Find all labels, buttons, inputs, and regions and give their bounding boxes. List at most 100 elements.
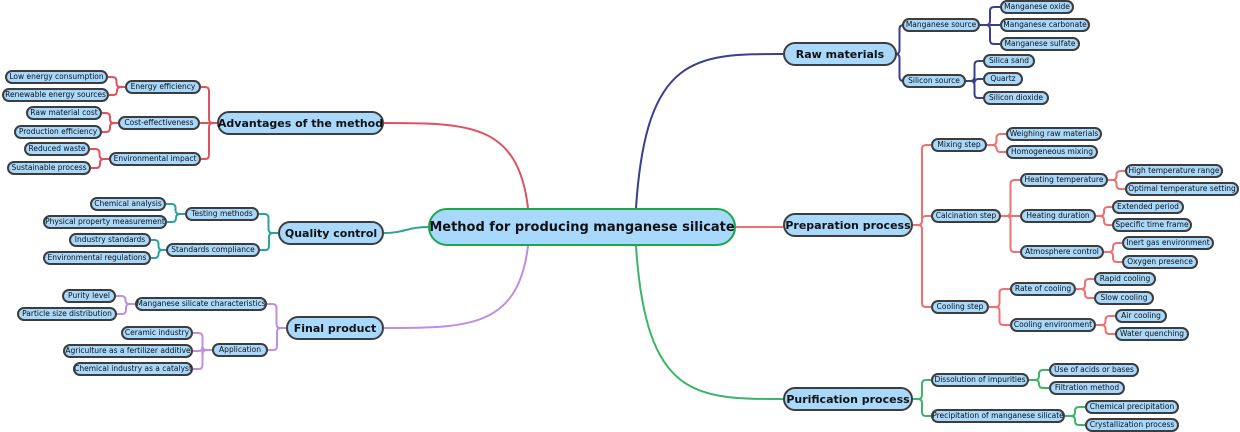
edge-n-pp-0-0 xyxy=(987,133,1006,146)
edge-n-fp-1 xyxy=(268,327,286,351)
edge-n-pp-0 xyxy=(913,144,931,226)
subtopic-energy-efficiency[interactable]: Energy efficiency xyxy=(125,80,201,94)
edge-n-pp-1-1-1 xyxy=(1096,215,1112,226)
edge-n-pp-2-0-1 xyxy=(1076,288,1094,299)
node-heating-temperature[interactable]: Heating temperature xyxy=(1020,173,1108,187)
leaf-specific-time-frame[interactable]: Specific time frame xyxy=(1112,218,1192,232)
leaf-raw-material-cost[interactable]: Raw material cost xyxy=(26,106,102,120)
node-cooling-environment[interactable]: Cooling environment xyxy=(1010,318,1096,332)
leaf-reduced-waste[interactable]: Reduced waste xyxy=(24,142,90,156)
edge-n-qc-1 xyxy=(260,232,278,251)
edge-n-ad-1-1 xyxy=(102,122,118,133)
leaf-physical-property-measurement[interactable]: Physical property measurement xyxy=(43,215,167,229)
edge-n-pp-1-2-0 xyxy=(1104,242,1122,253)
leaf-quartz[interactable]: Quartz xyxy=(983,72,1023,86)
edge-n-ad-0-0b xyxy=(108,76,125,88)
subtopic-precipitation-of-manganese-silicate[interactable]: Precipitation of manganese silicate xyxy=(931,409,1065,423)
edge-n-qc-0-1 xyxy=(167,213,185,223)
leaf-silica-sand[interactable]: Silica sand xyxy=(983,54,1035,68)
edge-n-pp-2-1-0 xyxy=(1096,315,1115,326)
leaf-crystallization-process[interactable]: Crystallization process xyxy=(1085,418,1179,432)
node-heating-duration[interactable]: Heating duration xyxy=(1020,209,1096,223)
edge-n-pp-2-0-0 xyxy=(1076,278,1094,290)
edge-n-rm-0-0 xyxy=(980,6,1000,26)
edge-n-ad-1-0 xyxy=(102,112,118,124)
subtopic-environmental-impact[interactable]: Environmental impact xyxy=(109,152,201,166)
edge-root-quality xyxy=(383,226,429,234)
subtopic-silicon-source[interactable]: Silicon source xyxy=(902,74,966,88)
leaf-silicon-dioxide[interactable]: Silicon dioxide xyxy=(983,91,1049,105)
topic-final-product[interactable]: Final product xyxy=(286,316,384,340)
edge-n-pu-1-1 xyxy=(1065,415,1085,426)
leaf-weighing-raw-materials[interactable]: Weighing raw materials xyxy=(1006,127,1102,141)
edge-n-pp-2-1-1 xyxy=(1096,324,1115,335)
subtopic-standards-compliance[interactable]: Standards compliance xyxy=(166,243,260,257)
edge-n-pp-0-1 xyxy=(987,144,1006,153)
subtopic-calcination-step[interactable]: Calcination step xyxy=(931,209,1001,223)
topic-quality-control[interactable]: Quality control xyxy=(278,221,384,245)
edge-n-qc-1-1 xyxy=(151,249,166,259)
leaf-rapid-cooling[interactable]: Rapid cooling xyxy=(1094,272,1156,286)
leaf-chemical-precipitation[interactable]: Chemical precipitation xyxy=(1085,400,1179,414)
node-rate-of-cooling[interactable]: Rate of cooling xyxy=(1010,282,1076,296)
leaf-high-temperature-range[interactable]: High temperature range xyxy=(1125,164,1223,178)
leaf-use-of-acids-or-bases[interactable]: Use of acids or bases xyxy=(1049,363,1139,377)
edge-n-ad-2-1 xyxy=(91,158,109,169)
leaf-water-quenching[interactable]: Water quenching xyxy=(1115,327,1189,341)
leaf-particle-size-distribution[interactable]: Particle size distribution xyxy=(17,307,117,321)
topic-preparation-process[interactable]: Preparation process xyxy=(783,213,913,237)
edge-n-pu-1 xyxy=(913,398,931,417)
edge-n-pp-1-2 xyxy=(1001,215,1020,253)
leaf-purity-level[interactable]: Purity level xyxy=(62,289,116,303)
edge-n-pp-1-1-0 xyxy=(1096,206,1112,217)
leaf-agriculture-as-a-fertilizer-additive[interactable]: Agriculture as a fertilizer additive xyxy=(63,344,193,358)
node-atmosphere-control[interactable]: Atmosphere control xyxy=(1020,245,1104,259)
leaf-ceramic-industry[interactable]: Ceramic industry xyxy=(121,326,193,340)
subtopic-cost-effectiveness[interactable]: Cost-effectiveness xyxy=(118,116,200,130)
leaf-chemical-industry-as-a-catalyst[interactable]: Chemical industry as a catalyst xyxy=(73,362,193,376)
subtopic-application[interactable]: Application xyxy=(212,343,268,357)
leaf-slow-cooling[interactable]: Slow cooling xyxy=(1094,291,1154,305)
subtopic-dissolution-of-impurities[interactable]: Dissolution of impurities xyxy=(931,373,1029,387)
subtopic-testing-methods[interactable]: Testing methods xyxy=(185,207,259,221)
leaf-low-energy-consumption[interactable]: Low energy consumption xyxy=(5,70,108,84)
edge-n-pp-1-0 xyxy=(1001,179,1020,217)
leaf-industry-standards[interactable]: Industry standards xyxy=(69,233,151,247)
leaf-sustainable-process[interactable]: Sustainable process xyxy=(7,161,91,175)
edge-n-fp-0-0 xyxy=(116,295,135,305)
leaf-oxygen-presence[interactable]: Oxygen presence xyxy=(1122,255,1198,269)
edge-n-pp-1 xyxy=(913,215,931,226)
leaf-optimal-temperature-setting[interactable]: Optimal temperature setting xyxy=(1125,182,1239,196)
leaf-extended-period[interactable]: Extended period xyxy=(1112,200,1184,214)
subtopic-mixing-step[interactable]: Mixing step xyxy=(931,138,987,152)
edge-n-pp-2-1 xyxy=(989,306,1010,326)
leaf-manganese-oxide[interactable]: Manganese oxide xyxy=(1000,0,1074,14)
edge-n-rm-1 xyxy=(895,53,904,82)
leaf-environmental-regulations[interactable]: Environmental regulations xyxy=(43,251,151,265)
root-topic[interactable]: Method for producing manganese silicate xyxy=(428,208,736,246)
edge-n-ad-2-0 xyxy=(90,148,109,160)
edge-n-pp-1-0-1 xyxy=(1108,179,1125,190)
leaf-manganese-sulfate[interactable]: Manganese sulfate xyxy=(1000,37,1080,51)
leaf-air-cooling[interactable]: Air cooling xyxy=(1115,309,1167,323)
topic-raw-materials[interactable]: Raw materials xyxy=(783,42,897,66)
subtopic-manganese-source[interactable]: Manganese source xyxy=(902,18,980,32)
topic-advantages-of-the-method[interactable]: Advantages of the method xyxy=(217,111,384,135)
edge-n-pu-1-0 xyxy=(1065,406,1085,417)
edge-root-final xyxy=(383,245,529,329)
edge-root-advantages xyxy=(383,122,529,209)
leaf-renewable-energy-sources[interactable]: Renewable energy sources xyxy=(2,88,109,102)
leaf-manganese-carbonate[interactable]: Manganese carbonate xyxy=(1000,18,1090,32)
edge-n-pp-2-0 xyxy=(989,288,1010,308)
edge-n-ad-0 xyxy=(201,86,217,124)
edge-n-fp-0 xyxy=(267,303,286,329)
leaf-inert-gas-environment[interactable]: Inert gas environment xyxy=(1122,236,1214,250)
edge-n-pp-2 xyxy=(913,224,931,308)
leaf-chemical-analysis[interactable]: Chemical analysis xyxy=(90,197,166,211)
subtopic-cooling-step[interactable]: Cooling step xyxy=(931,300,989,314)
topic-purification-process[interactable]: Purification process xyxy=(783,387,913,411)
leaf-filtration-method[interactable]: Filtration method xyxy=(1049,381,1125,395)
leaf-homogeneous-mixing[interactable]: Homogeneous mixing xyxy=(1006,145,1098,159)
subtopic-manganese-silicate-characteristics[interactable]: Manganese silicate characteristics xyxy=(135,297,267,311)
leaf-production-efficiency[interactable]: Production efficiency xyxy=(14,125,102,139)
